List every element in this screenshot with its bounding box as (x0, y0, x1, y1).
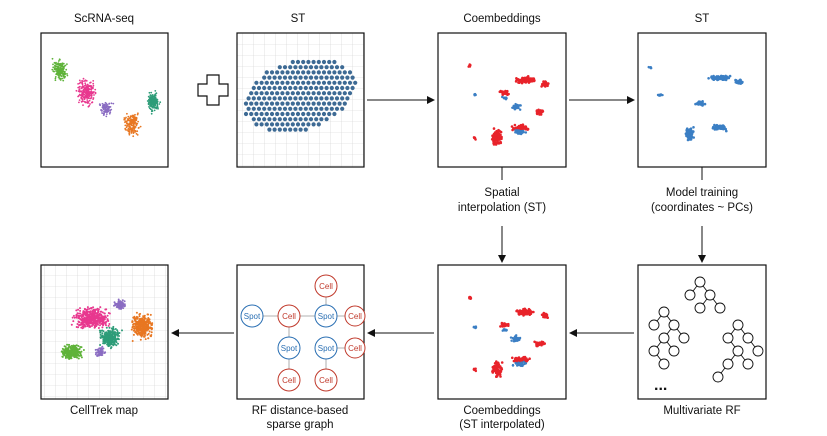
coembedding-points-top (467, 63, 550, 146)
panel-scrna (40, 32, 169, 168)
graph-node-spot-1: Spot (240, 304, 264, 328)
graph-node-spot-2: Spot (314, 304, 338, 328)
panel-coembeddings-bottom (437, 264, 567, 400)
svg-text:Cell: Cell (319, 282, 333, 291)
label-spatial-1: Spatial (484, 187, 519, 199)
svg-text:Cell: Cell (348, 312, 362, 321)
label-coemb-bottom-1: Coembeddings (463, 405, 541, 417)
graph-node-spot-3: Spot (277, 336, 301, 360)
graph-node-cell-5: Cell (277, 368, 301, 392)
ellipsis-text: ... (654, 377, 667, 394)
graph-node-cell-3: Cell (344, 305, 366, 327)
coembedding-points-bottom (468, 295, 549, 379)
random-forest-trees (648, 276, 764, 383)
svg-text:Spot: Spot (318, 344, 335, 353)
panel-st-grid (236, 32, 365, 168)
panel-celltrek-map (40, 264, 169, 400)
panel-st-embedding (637, 32, 767, 168)
label-scrna: ScRNA-seq (74, 13, 134, 25)
svg-text:Spot: Spot (244, 312, 261, 321)
svg-text:Spot: Spot (281, 344, 298, 353)
panel-multivariate-rf: ... (637, 264, 767, 400)
graph-node-cell-4: Cell (344, 337, 366, 359)
st-spots (243, 59, 358, 132)
panel-rf-graph: Spot Cell Spot Cell Cell Spot Spot Cell (236, 264, 366, 400)
celltrek-cells (60, 298, 154, 360)
graph-node-cell-1: Cell (277, 304, 301, 328)
graph-node-cell-2: Cell (314, 274, 338, 298)
label-st-1: ST (291, 13, 306, 25)
label-spatial-2: interpolation (ST) (458, 202, 546, 214)
label-celltrek: CellTrek map (70, 405, 138, 417)
graph-node-spot-4: Spot (314, 336, 338, 360)
svg-text:Cell: Cell (319, 376, 333, 385)
graph-node-cell-6: Cell (314, 368, 338, 392)
st-embedding-points (647, 65, 744, 142)
label-rf-graph-2: sparse graph (266, 419, 333, 431)
label-coembeddings: Coembeddings (463, 13, 541, 25)
label-st-2: ST (695, 13, 710, 25)
label-multi-rf: Multivariate RF (663, 405, 740, 417)
svg-text:Spot: Spot (318, 312, 335, 321)
svg-text:Cell: Cell (348, 344, 362, 353)
label-model-1: Model training (666, 187, 738, 199)
label-coemb-bottom-2: (ST interpolated) (459, 419, 545, 431)
label-model-2: (coordinates ~ PCs) (651, 202, 753, 214)
scrna-umap-clusters (51, 57, 162, 138)
label-rf-graph-1: RF distance-based (252, 405, 349, 417)
panel-coembeddings-top (437, 32, 567, 168)
plus-icon (197, 74, 229, 106)
svg-text:Cell: Cell (282, 376, 296, 385)
svg-text:Cell: Cell (282, 312, 296, 321)
